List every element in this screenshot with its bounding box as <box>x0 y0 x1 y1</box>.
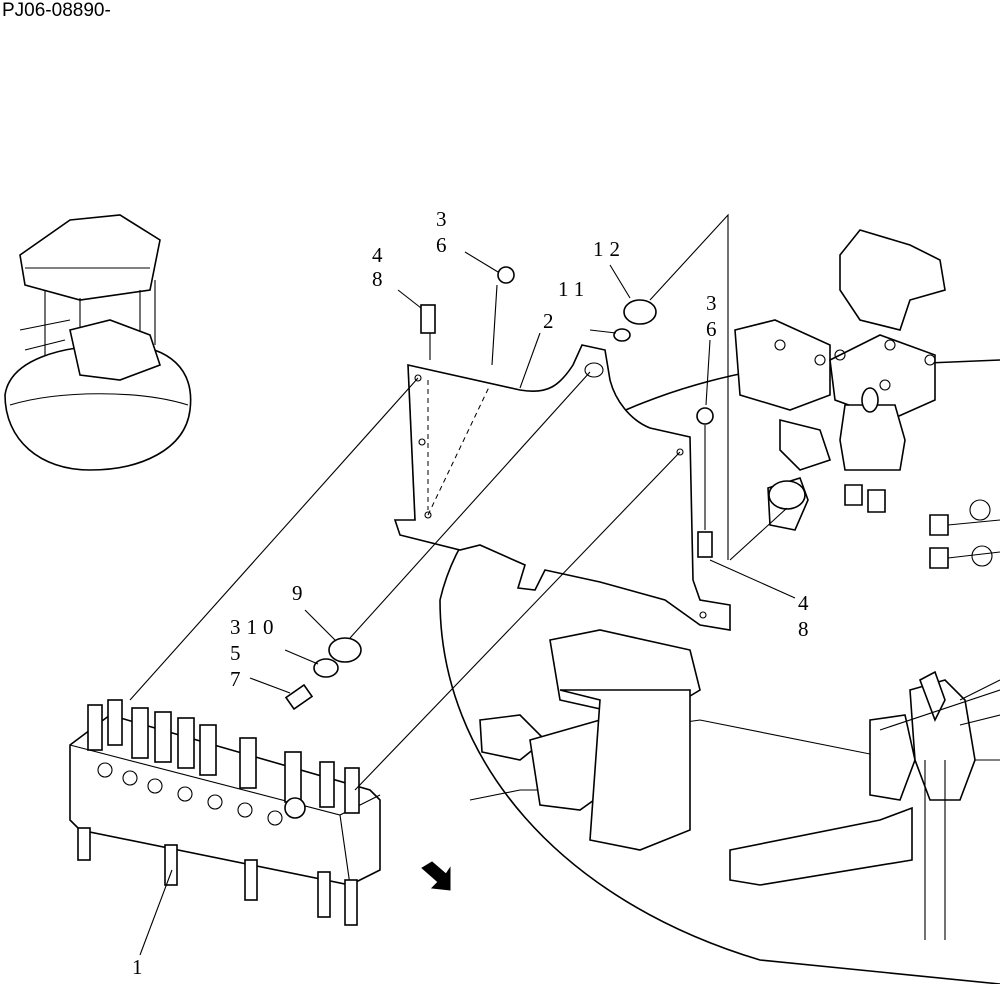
washer-10 <box>313 658 339 678</box>
callout-8-top: 8 <box>372 267 389 291</box>
machine-overview-icon <box>4 214 192 471</box>
bolt-7 <box>284 683 314 711</box>
callout-6-right: 6 <box>706 317 723 341</box>
drawing-code: PJ06-08890- <box>2 0 111 21</box>
control-valve-part-1 <box>69 699 381 926</box>
callout-6-top: 6 <box>436 233 453 257</box>
callout-11: 11 <box>558 277 590 301</box>
callout-4-top: 4 <box>372 243 389 267</box>
bracket-part-2 <box>393 344 731 631</box>
arrow-icon <box>421 861 451 891</box>
callout-12: 12 <box>593 237 626 261</box>
callout-3-right: 3 <box>706 291 723 315</box>
cushion-12 <box>623 299 657 325</box>
nut-top <box>497 266 515 284</box>
bolt-top <box>420 304 436 334</box>
callout-9: 9 <box>292 581 309 605</box>
machine-frame <box>439 229 1000 984</box>
callout-3-top: 3 <box>436 207 453 231</box>
callout-2: 2 <box>543 309 560 333</box>
bolt-right <box>697 531 713 558</box>
callout-7: 7 <box>230 667 247 691</box>
callout-5: 5 <box>230 641 247 665</box>
hardware-parts <box>284 266 806 711</box>
leader-lines <box>129 213 796 956</box>
callout-4-right: 4 <box>798 591 815 615</box>
nut-right <box>696 407 714 425</box>
callout-8-right: 8 <box>798 617 815 641</box>
collar-11 <box>613 328 631 342</box>
cushion-9 <box>328 637 362 663</box>
callout-1: 1 <box>132 955 149 979</box>
rubber-mount <box>768 480 806 510</box>
callouts: 3 6 4 8 12 11 2 3 6 4 8 9 310 5 7 1 <box>132 207 815 979</box>
callout-310: 310 <box>230 615 280 639</box>
